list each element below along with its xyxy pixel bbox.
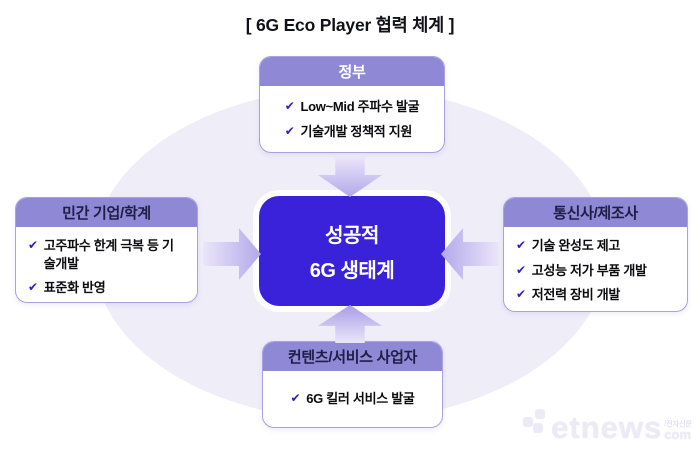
node-telecom-manufacturer: 통신사/제조사 ✔ 기술 완성도 제고 ✔ 고성능 저가 부품 개발 ✔ 저전력… [503,197,688,312]
node-telecom-manufacturer-title: 통신사/제조사 [504,198,687,227]
list-item: ✔ 기술 완성도 제고 [516,237,675,255]
center-line-1: 성공적 [325,225,379,247]
item-text: 기술개발 정책적 지원 [300,123,413,139]
etnews-com-text: com [664,427,692,443]
node-private-academia: 민간 기업/학계 ✔ 고주파수 한계 극복 등 기술개발 ✔ 표준화 반영 [15,197,198,303]
node-content-service: 컨텐츠/서비스 사업자 ✔ 6G 킬러 서비스 발굴 [262,341,443,428]
item-text: 고성능 저가 부품 개발 [531,262,647,278]
center-node: 성공적 6G 생태계 [259,196,445,306]
check-icon: ✔ [516,287,526,302]
check-icon: ✔ [28,280,38,295]
list-item: ✔ 고주파수 한계 극복 등 기술개발 [28,237,185,272]
node-government-list: ✔ Low~Mid 주파수 발굴 ✔ 기술개발 정책적 지원 [279,86,426,152]
item-text: 6G 킬러 서비스 발굴 [306,391,415,407]
list-item: ✔ 저전력 장비 개발 [516,286,675,304]
list-item: ✔ 6G 킬러 서비스 발굴 [290,390,414,408]
check-icon: ✔ [284,123,295,138]
etnews-logo-icon [523,409,546,433]
center-line-2: 6G 생태계 [309,260,395,282]
node-content-service-title: 컨텐츠/서비스 사업자 [263,342,442,371]
check-icon: ✔ [516,238,526,252]
node-private-academia-list: ✔ 고주파수 한계 극복 등 기술개발 ✔ 표준화 반영 [16,227,197,302]
list-item: ✔ 표준화 반영 [28,279,185,297]
etnews-small-text: /전자신문 [664,421,692,429]
node-government-title: 정부 [260,57,444,86]
item-text: 기술 완성도 제고 [531,238,621,253]
node-government: 정부 ✔ Low~Mid 주파수 발굴 ✔ 기술개발 정책적 지원 [259,56,445,153]
list-item: ✔ 고성능 저가 부품 개발 [516,262,675,280]
diagram-title: [ 6G Eco Player 협력 체계 ] [245,15,455,35]
list-item: ✔ 기술개발 정책적 지원 [285,123,420,141]
check-icon: ✔ [284,99,295,113]
node-content-service-list: ✔ 6G 킬러 서비스 발굴 [284,371,420,427]
check-icon: ✔ [28,238,38,252]
check-icon: ✔ [516,262,526,277]
etnews-suffix-block: /전자신문 com [664,419,692,441]
item-text: Low~Mid 주파수 발굴 [300,99,420,114]
item-text: 저전력 장비 개발 [531,287,621,303]
node-telecom-manufacturer-list: ✔ 기술 완성도 제고 ✔ 고성능 저가 부품 개발 ✔ 저전력 장비 개발 [504,227,687,311]
node-private-academia-title: 민간 기업/학계 [16,198,197,227]
item-text: 고주파수 한계 극복 등 기술개발 [43,238,174,271]
check-icon: ✔ [290,391,301,406]
etnews-brand-text: etnews [551,410,663,446]
list-item: ✔ Low~Mid 주파수 발굴 [285,98,420,116]
etnews-watermark: etnews /전자신문 com [523,409,692,446]
item-text: 표준화 반영 [43,280,106,296]
